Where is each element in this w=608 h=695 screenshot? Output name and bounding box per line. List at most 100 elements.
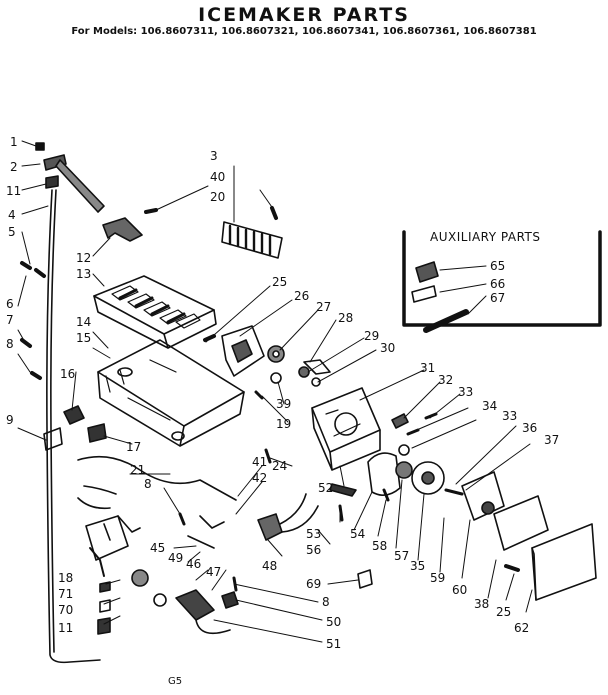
screw-5 [20,261,32,270]
callout-45: 45 [150,541,165,555]
tube-67 [423,309,469,333]
callout-15: 15 [76,331,91,345]
nut-71 [99,581,111,593]
gear-39 [270,372,282,384]
valve-65 [415,261,439,283]
callout-59: 59 [430,571,445,585]
fitting-66 [411,285,437,303]
callout-36: 36 [522,421,537,435]
gear-57 [395,461,413,479]
fill-tube-47 [175,589,215,621]
fill-tube [46,189,101,664]
grommet-49 [131,569,149,587]
screw-1 [35,142,45,151]
screw-24 [264,448,272,464]
callout-52: 52 [318,481,333,495]
callout-29: 29 [364,329,379,343]
callout-42: 42 [252,471,267,485]
callout-5: 5 [8,225,16,239]
ejector-blade [221,221,283,259]
icemaker-housing [97,339,245,427]
callout-62: 62 [514,621,529,635]
water-valve-18 [85,515,129,561]
callout-25: 25 [272,275,287,289]
callout-labels: 1 2 11 4 5 6 7 8 9 12 13 14 15 16 17 3 4… [6,135,559,651]
callout-46: 46 [186,557,201,571]
callout-8b: 8 [144,477,152,491]
callout-67: 67 [490,291,505,305]
grommet-69 [357,569,373,589]
motor-54 [367,452,401,496]
callout-33: 33 [458,385,473,399]
callout-35: 35 [410,559,425,573]
callout-16: 16 [60,367,75,381]
gear-35 [411,461,445,495]
callout-13: 13 [76,267,91,281]
valve-bracket [89,547,105,577]
shaft-36 [444,488,464,496]
callout-7: 7 [6,313,14,327]
callout-54: 54 [350,527,365,541]
callout-38: 38 [474,597,489,611]
gear-29 [298,366,310,378]
callout-11b: 11 [58,621,73,635]
wire-harness-21 [77,455,237,510]
callout-57: 57 [394,549,409,563]
wire-connector-48 [257,513,283,541]
page-title: ICEMAKER PARTS [198,4,410,26]
callout-53: 53 [306,527,321,541]
auxiliary-parts-title: AUXILIARY PARTS [430,230,541,244]
auxiliary-parts-frame [402,230,602,327]
callout-50: 50 [326,615,341,629]
callout-24: 24 [272,459,287,473]
callout-2: 2 [10,160,18,174]
callout-40: 40 [210,170,225,184]
front-cover-62 [531,523,597,601]
callout-58: 58 [372,539,387,553]
callout-34: 34 [482,399,497,413]
callout-39: 39 [276,397,291,411]
callout-51: 51 [326,637,341,651]
bracket-12 [102,217,143,242]
fill-cup-arm [55,159,105,213]
heater-terminal-17 [87,423,107,443]
callout-33b: 33 [502,409,517,423]
callout-17: 17 [126,440,141,454]
callout-27: 27 [316,300,331,314]
part-33b [398,444,410,456]
callout-12: 12 [76,251,91,265]
mounting-plate-38 [493,495,549,551]
callout-1: 1 [10,135,18,149]
thermostat-16 [63,405,85,425]
callout-8: 8 [6,337,14,351]
callout-37: 37 [544,433,559,447]
screw-58 [382,488,390,502]
clamp-50 [221,591,239,609]
thermostat-37 [461,471,505,521]
callout-21: 21 [130,463,145,477]
screw-6 [34,268,46,278]
screw-8 [30,371,42,380]
part-9 [43,427,63,451]
callout-70: 70 [58,603,73,617]
callout-47: 47 [206,565,221,579]
callout-31: 31 [420,361,435,375]
screw-8b [178,512,186,526]
callout-26: 26 [294,289,309,303]
screw-20a [144,208,158,214]
callout-6: 6 [6,297,14,311]
callout-32: 32 [438,373,453,387]
callout-69: 69 [306,577,321,591]
callout-9: 9 [6,413,14,427]
callout-20: 20 [210,190,225,204]
screw-19 [254,390,264,400]
callout-49: 49 [168,551,183,565]
insert-70 [99,599,111,613]
leader-lines [17,140,533,643]
callout-18: 18 [58,571,73,585]
module-cover [311,387,381,453]
callout-25b: 25 [496,605,511,619]
callout-71: 71 [58,587,73,601]
